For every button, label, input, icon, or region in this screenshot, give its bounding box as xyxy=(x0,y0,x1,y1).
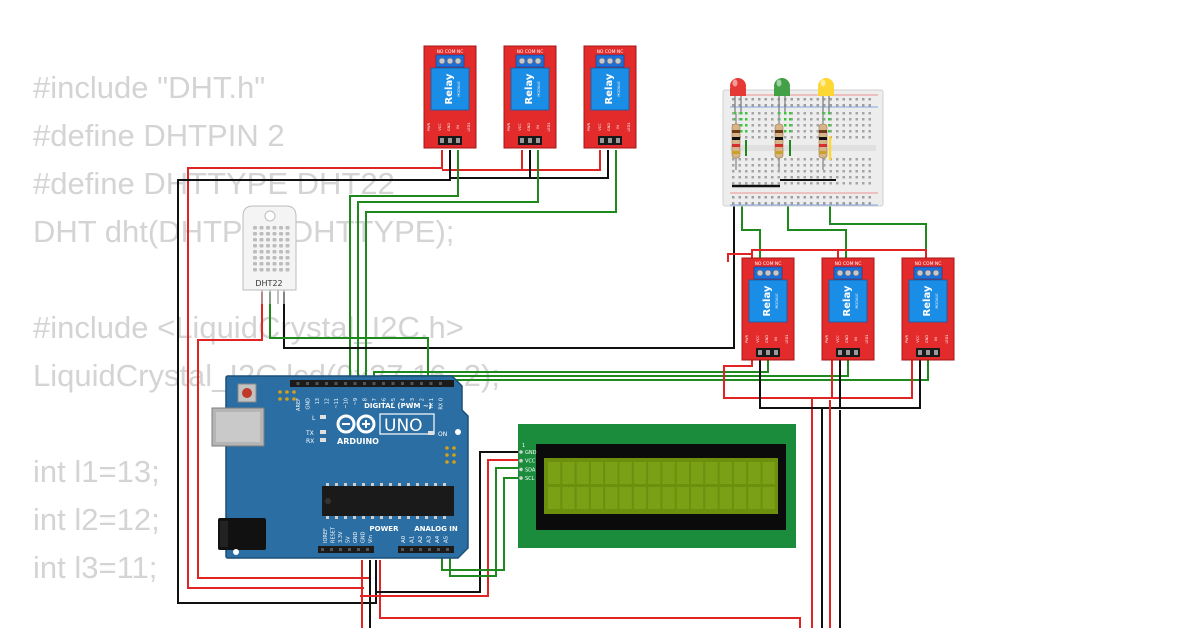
digital-pin-label: ~11 xyxy=(334,398,340,409)
arduino-brand: ARDUINO xyxy=(337,437,379,446)
relay-module-top-1 xyxy=(423,45,477,149)
power-pin-label: GND xyxy=(361,531,367,543)
analog-pin-label: A1 xyxy=(410,536,416,543)
led-red xyxy=(730,78,746,112)
power-pin-label: 3.3V xyxy=(338,531,344,543)
wires xyxy=(177,150,929,628)
code-line: DHT dht(DHTPIN, DHTTYPE); xyxy=(33,214,455,249)
arduino-logo-icon xyxy=(336,414,376,434)
analog-label: ANALOG IN xyxy=(414,525,458,533)
resistor-2 xyxy=(774,114,784,170)
code-line: int l3=11; xyxy=(33,550,158,585)
tx-label: TX xyxy=(305,430,314,437)
analog-pin-label: A4 xyxy=(435,535,441,543)
l-led-label: L xyxy=(312,415,316,422)
analog-pin-label: A5 xyxy=(444,535,450,543)
power-pin-label: Vin xyxy=(368,535,374,543)
power-pin-label: GND xyxy=(353,531,359,543)
digital-label: DIGITAL (PWM ~) xyxy=(364,402,432,410)
analog-pin-label: A2 xyxy=(418,536,424,543)
digital-pin-label: ~5 xyxy=(391,398,397,405)
power-label: POWER xyxy=(370,525,400,533)
relay-module-top-3 xyxy=(583,45,637,149)
relay-module-bottom-2 xyxy=(821,257,875,361)
led-yellow xyxy=(818,78,834,112)
code-line: int l1=13; xyxy=(33,454,160,489)
digital-pin-label: 8 xyxy=(363,398,369,401)
code-line: #define DHTTYPE DHT22 xyxy=(33,166,395,201)
lcd-pin-label: GND xyxy=(525,450,537,456)
power-pin-label: IOREF xyxy=(323,528,329,543)
uno-label: UNO xyxy=(384,416,423,436)
digital-pin-label: ~10 xyxy=(344,398,350,409)
code-line: int l2=12; xyxy=(33,502,160,537)
resistor-1 xyxy=(731,114,741,170)
digital-pin-label: 12 xyxy=(325,398,331,404)
resistor-3 xyxy=(818,114,828,170)
digital-pin-label: GND xyxy=(306,398,312,410)
lcd-pin-label: VCC xyxy=(525,459,536,465)
digital-pin-label: TX 1 xyxy=(429,398,435,410)
code-line: #define DHTPIN 2 xyxy=(33,118,285,153)
power-pin-label: RESET xyxy=(331,526,337,543)
on-label: ON xyxy=(438,431,447,438)
digital-pin-label: 7 xyxy=(372,398,378,401)
rx-label: RX xyxy=(306,438,314,445)
lcd-pin1-label: 1 xyxy=(522,443,525,449)
dht22-sensor: DHT22 xyxy=(242,205,297,304)
relay-module-bottom-3 xyxy=(901,257,955,361)
digital-pin-label: AREF xyxy=(296,398,302,411)
digital-pin-label: 13 xyxy=(315,398,321,404)
lcd-pin-label: SCL xyxy=(525,476,535,482)
code-line: #include "DHT.h" xyxy=(33,70,266,105)
analog-pin-label: A3 xyxy=(427,535,433,543)
digital-pin-label: ~9 xyxy=(353,398,359,405)
digital-pin-label: ~6 xyxy=(382,398,388,405)
digital-pin-label: ~3 xyxy=(410,398,416,405)
digital-pin-label: 4 xyxy=(401,398,407,401)
relay-module-top-2 xyxy=(503,45,557,149)
relay-module-bottom-1 xyxy=(741,257,795,361)
digital-pin-label: RX 0 xyxy=(439,398,445,410)
lcd-pin-label: SDA xyxy=(525,467,536,473)
led-green xyxy=(774,78,790,112)
dht22-label: DHT22 xyxy=(255,279,282,288)
digital-pin-label: 2 xyxy=(420,398,426,401)
breadboard xyxy=(722,78,884,207)
code-overlay: #include "DHT.h" #define DHTPIN 2 #define … xyxy=(33,64,500,592)
power-pin-label: 5V xyxy=(346,536,352,543)
analog-pin-label: A0 xyxy=(401,535,407,543)
